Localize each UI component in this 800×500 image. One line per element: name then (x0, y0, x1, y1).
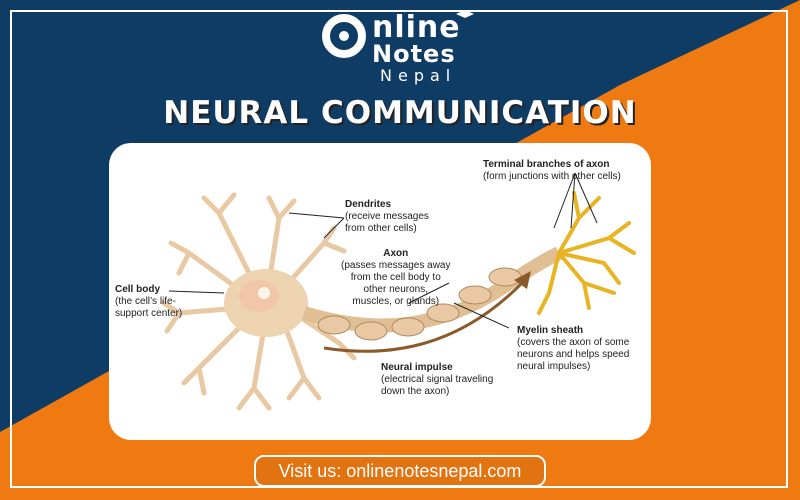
diagram-card: Terminal branches of axon (form junction… (109, 143, 651, 440)
graduation-cap-icon (456, 10, 474, 18)
label-axon-line: from the cell body to (350, 272, 441, 283)
label-axon-line: muscles, or glands) (352, 296, 440, 307)
impulse-arrow (323, 279, 526, 353)
label-myelin: Myelin sheath (covers the axon of some n… (517, 325, 629, 373)
logo-line3: Nepal (380, 66, 457, 85)
label-dendrites: Dendrites (receive messages from other c… (345, 199, 429, 235)
label-impulse-line: down the axon) (381, 386, 450, 397)
label-myelin-title: Myelin sheath (517, 325, 584, 336)
label-cell-body-title: Cell body (115, 284, 161, 295)
label-terminal-line: (form junctions with other cells) (483, 171, 621, 182)
pointer-lines (168, 172, 598, 329)
label-dendrites-line: (receive messages (345, 211, 429, 222)
label-axon-line: (passes messages away (341, 260, 451, 271)
label-axon: Axon (passes messages away from the cell… (341, 248, 451, 308)
logo-line1: nline (372, 10, 461, 45)
myelin-segments (317, 267, 522, 341)
site-logo: nline Notes Nepal (318, 8, 488, 88)
label-axon-line: other neurons, (363, 284, 429, 295)
label-myelin-line: neural impulses) (517, 361, 591, 372)
label-impulse-line: (electrical signal traveling (381, 374, 494, 385)
label-terminal-title: Terminal branches of axon (483, 159, 610, 170)
page-title: NEURAL COMMUNICATION (163, 95, 637, 131)
logo-o-icon (322, 14, 366, 58)
label-dendrites-title: Dendrites (345, 199, 392, 210)
label-axon-title: Axon (383, 248, 409, 259)
label-terminal: Terminal branches of axon (form junction… (483, 159, 621, 183)
impulse-arrowhead (514, 271, 531, 289)
nucleolus (258, 287, 270, 299)
visit-link[interactable]: Visit us: onlinenotesnepal.com (254, 455, 546, 487)
terminal-branches (537, 191, 636, 315)
neuron-illustration (161, 172, 636, 411)
label-impulse: Neural impulse (electrical signal travel… (381, 362, 493, 398)
label-cell-body: Cell body (the cell’s life- support cent… (115, 284, 182, 320)
logo-line2: Notes (372, 40, 456, 68)
label-cell-body-line: support center) (115, 308, 183, 319)
label-myelin-line: neurons and helps speed (517, 349, 630, 360)
label-cell-body-line: (the cell’s life- (115, 296, 176, 307)
label-myelin-line: (covers the axon of some (517, 337, 630, 348)
dendrites (161, 192, 357, 411)
label-impulse-title: Neural impulse (381, 362, 453, 373)
label-dendrites-line: from other cells) (345, 223, 417, 234)
